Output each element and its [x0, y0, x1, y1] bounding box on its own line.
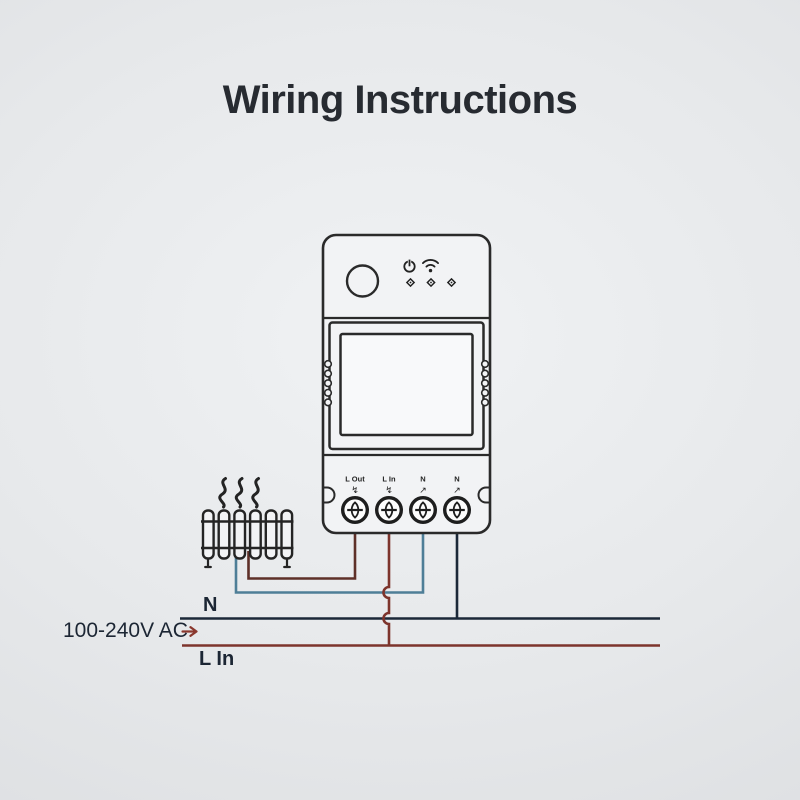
terminal-label-l-in: L In — [382, 475, 396, 484]
heat-waves-icon — [218, 477, 260, 509]
terminal-screws — [341, 496, 472, 525]
terminal-screw-n1[interactable] — [409, 496, 438, 525]
terminal-symbol-icon: ↯ — [385, 486, 393, 496]
terminal-screw-l-in[interactable] — [375, 496, 404, 525]
wires — [234, 530, 459, 646]
din-notch-right — [477, 486, 490, 504]
terminal-screw-l-out[interactable] — [341, 496, 370, 525]
terminal-symbol-icon: ↗ — [453, 486, 461, 496]
heater-radiator — [201, 477, 294, 569]
terminal-symbol-icon: ↗ — [419, 486, 427, 496]
radiator-bars — [201, 520, 294, 550]
terminal-symbol-icon: ↯ — [351, 486, 359, 496]
din-notch-left — [323, 486, 336, 504]
neutral-line-label: N — [203, 594, 218, 616]
terminal-label-l-out: L Out — [345, 475, 365, 484]
side-clips-right — [480, 359, 490, 407]
power-icon — [403, 258, 416, 273]
terminal-screw-n2[interactable] — [443, 496, 472, 525]
device: L Out L In N N ↯ ↯ ↗ ↗ — [321, 233, 492, 535]
terminal-labels: L Out L In N N ↯ ↯ ↗ ↗ — [345, 475, 461, 497]
wifi-icon — [422, 259, 439, 273]
voltage-label-row: 100-240V AC — [63, 619, 188, 643]
terminal-label-n1: N — [420, 475, 425, 484]
live-line-label: L In — [199, 648, 235, 670]
power-button[interactable] — [345, 264, 380, 298]
radiator-legs — [204, 557, 291, 569]
terminal-label-n2: N — [454, 475, 459, 484]
led-diamond-icon — [446, 277, 457, 288]
wire-load-neutral — [234, 530, 425, 594]
voltage-label: 100-240V AC — [63, 619, 188, 642]
supply-arrow-icon — [181, 626, 198, 637]
wire-load-live — [247, 530, 357, 580]
display-screen — [339, 332, 474, 437]
led-indicators — [405, 277, 457, 288]
led-diamond-icon — [405, 277, 416, 288]
led-diamond-icon — [426, 277, 436, 288]
page-title: Wiring Instructions — [222, 78, 578, 122]
side-clips-left — [323, 359, 333, 407]
wire-live-in — [382, 530, 391, 646]
